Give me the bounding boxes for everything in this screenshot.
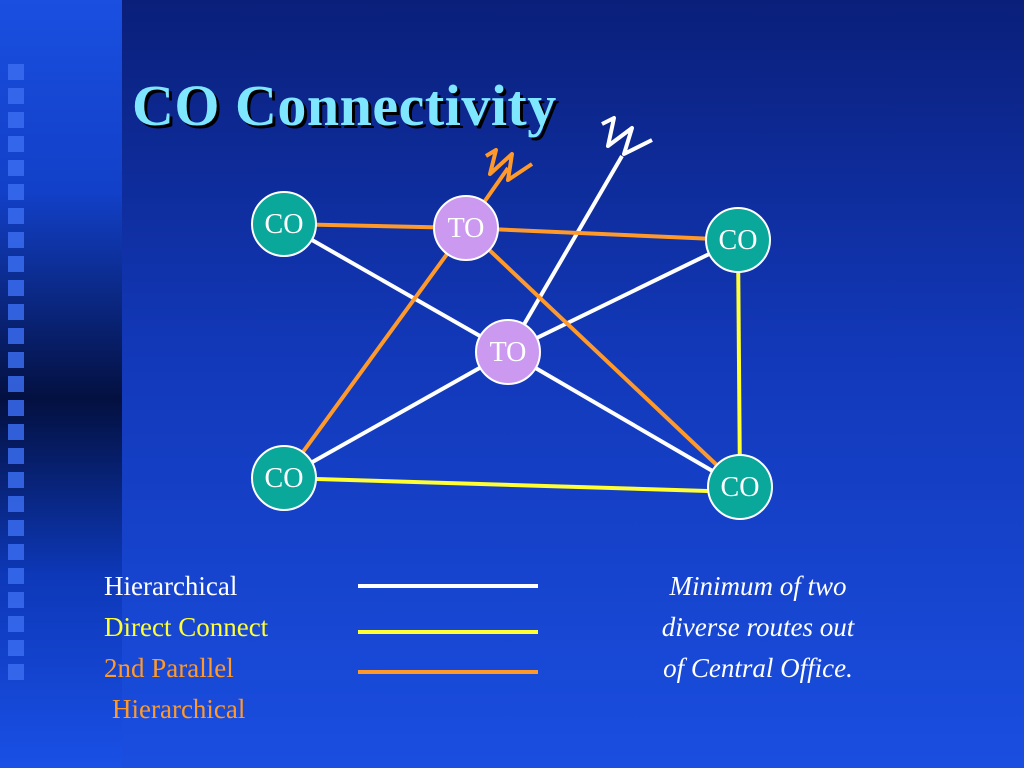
- link-hier-co-br-to-center: [506, 350, 742, 489]
- note-line: of Central Office.: [663, 653, 853, 683]
- node-label: TO: [490, 337, 527, 368]
- link-par-to-top-co-br: [464, 226, 742, 489]
- note-line: diverse routes out: [661, 612, 855, 642]
- note-line: Minimum of two: [669, 571, 847, 601]
- legend-swatch-direct-connect: [358, 630, 538, 634]
- node-label: CO: [265, 463, 304, 494]
- slide-title: CO Connectivity: [132, 73, 557, 138]
- link-par-to-top-co-tr: [465, 226, 739, 242]
- square-decoration: [8, 472, 24, 488]
- node-to-top: TO: [433, 195, 499, 261]
- link-hier-co-bl-to-center: [283, 350, 509, 480]
- legend-label-hierarchical: Hierarchical: [104, 571, 238, 601]
- square-decoration: [8, 400, 24, 416]
- square-decoration: [8, 184, 24, 200]
- note: Minimum of two diverse routes out of Cen…: [608, 566, 908, 689]
- link-hier-co-tl-to-center: [283, 222, 509, 354]
- node-label: TO: [448, 213, 485, 244]
- square-decoration: [8, 232, 24, 248]
- square-decoration: [8, 592, 24, 608]
- square-decoration: [8, 160, 24, 176]
- square-decoration: [8, 424, 24, 440]
- legend-swatch-second-parallel: [358, 670, 538, 674]
- node-label: CO: [265, 209, 304, 240]
- square-decoration: [8, 448, 24, 464]
- link-hier-co-tr-to-center: [507, 238, 739, 354]
- link-hier-to-center-up: [506, 154, 624, 354]
- legend-label-second-parallel: 2nd Parallel: [104, 653, 234, 683]
- break-symbol-orange-icon: [484, 148, 534, 182]
- link-direct-co-tr-co-br: [736, 239, 742, 488]
- square-decoration: [8, 112, 24, 128]
- square-decoration: [8, 568, 24, 584]
- square-decoration: [8, 496, 24, 512]
- square-column: [8, 64, 28, 680]
- node-co-top-left: CO: [251, 191, 317, 257]
- square-decoration: [8, 64, 24, 80]
- node-co-bottom-right: CO: [707, 454, 773, 520]
- square-decoration: [8, 520, 24, 536]
- legend-label-direct-connect: Direct Connect: [104, 612, 269, 642]
- sidebar-decoration: [0, 0, 122, 768]
- square-decoration: [8, 640, 24, 656]
- square-decoration: [8, 376, 24, 392]
- square-decoration: [8, 328, 24, 344]
- square-decoration: [8, 616, 24, 632]
- node-to-center: TO: [475, 319, 541, 385]
- square-decoration: [8, 352, 24, 368]
- link-direct-co-bl-co-br: [283, 476, 741, 494]
- square-decoration: [8, 256, 24, 272]
- node-co-bottom-left: CO: [251, 445, 317, 511]
- square-decoration: [8, 304, 24, 320]
- legend-label-second-parallel-cont: Hierarchical: [112, 694, 246, 724]
- break-symbol-white-icon: [601, 116, 653, 156]
- node-label: CO: [719, 225, 758, 256]
- legend: Hierarchical Direct Connect 2nd Parallel…: [104, 566, 268, 730]
- square-decoration: [8, 208, 24, 224]
- square-decoration: [8, 136, 24, 152]
- square-decoration: [8, 280, 24, 296]
- link-par-to-top-co-bl: [282, 226, 468, 480]
- square-decoration: [8, 664, 24, 680]
- square-decoration: [8, 88, 24, 104]
- legend-swatch-hierarchical: [358, 584, 538, 588]
- node-co-top-right: CO: [705, 207, 771, 273]
- node-label: CO: [721, 472, 760, 503]
- square-decoration: [8, 544, 24, 560]
